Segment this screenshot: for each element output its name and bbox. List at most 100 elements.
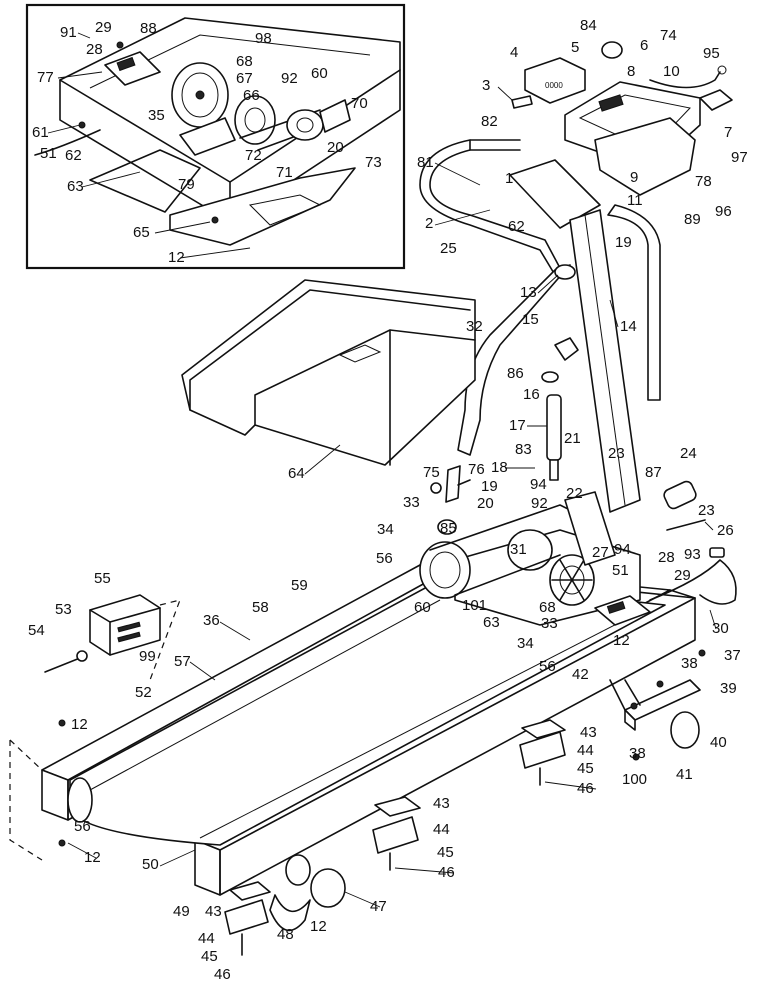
label-11: 11 [627,192,643,209]
label-99: 99 [139,648,156,665]
label-54: 54 [28,622,45,639]
label-87: 87 [645,464,662,481]
label-46: 46 [577,780,594,797]
label-86: 86 [507,365,524,382]
label-29: 29 [95,19,112,36]
leader-lines [47,32,717,908]
label-74: 74 [660,27,677,44]
label-52: 52 [135,684,152,701]
label-93: 93 [684,546,701,563]
label-42: 42 [572,666,589,683]
label-12c: 12 [71,716,88,733]
label-57: 57 [174,653,191,670]
label-91: 91 [60,24,77,41]
label-43c: 43 [205,903,222,920]
label-43b: 43 [433,795,450,812]
label-22: 22 [566,485,583,502]
label-44c: 44 [198,930,215,947]
label-12e: 12 [310,918,327,935]
label-38: 38 [681,655,698,672]
label-44: 44 [577,742,594,759]
label-78: 78 [695,173,712,190]
label-13: 13 [520,284,537,301]
label-45: 45 [577,760,594,777]
label-39: 39 [720,680,737,697]
label-56: 56 [376,550,393,567]
label-88: 88 [140,20,157,37]
label-19: 19 [615,234,632,251]
label-61: 61 [32,124,49,141]
label-70: 70 [351,95,368,112]
label-18: 18 [491,459,508,476]
label-20: 20 [327,139,344,156]
label-41: 41 [676,766,693,783]
label-71: 71 [276,164,293,181]
label-24: 24 [680,445,697,462]
label-46c: 46 [214,966,231,983]
handrail-upright-assembly [419,139,706,535]
label-19b: 19 [481,478,498,495]
label-6: 6 [640,37,648,54]
label-82: 82 [481,113,498,130]
label-33: 33 [403,494,420,511]
label-44b: 44 [433,821,450,838]
label-94b: 94 [614,541,631,558]
label-37: 37 [724,647,741,664]
leveler-feet [58,649,706,956]
label-59: 59 [291,577,308,594]
label-85: 85 [440,520,457,537]
label-2: 2 [425,215,433,232]
label-96: 96 [715,203,732,220]
label-32: 32 [466,318,483,335]
label-84: 84 [580,17,597,34]
label-68b: 68 [539,599,556,616]
label-31: 31 [510,541,527,558]
label-83: 83 [515,441,532,458]
label-48: 48 [277,926,294,943]
label-34: 34 [377,521,394,538]
label-60b: 60 [414,599,431,616]
label-101: 101 [462,597,487,614]
label-64: 64 [288,465,305,482]
label-100: 100 [622,771,647,788]
label-9: 9 [630,169,638,186]
label-50: 50 [142,856,159,873]
console-assembly: 0000 [511,41,733,196]
label-21: 21 [564,430,581,447]
label-4: 4 [510,44,518,61]
label-12b: 12 [613,632,630,649]
label-95: 95 [703,45,720,62]
label-28b: 28 [658,549,675,566]
label-28: 28 [86,41,103,58]
label-35: 35 [148,107,165,124]
label-68: 68 [236,53,253,70]
label-51b: 51 [612,562,629,579]
label-16: 16 [523,386,540,403]
label-75: 75 [423,464,440,481]
part-number-labels: 91 29 88 98 28 68 77 67 92 60 35 66 70 6… [28,17,748,983]
label-33b: 33 [541,615,558,632]
label-23: 23 [608,445,625,462]
label-29b: 29 [674,567,691,584]
label-56b: 56 [539,658,556,675]
inset-detail-view [25,3,406,270]
label-26: 26 [717,522,734,539]
svg-text:0000: 0000 [545,81,563,90]
label-8: 8 [627,63,635,80]
label-62b: 62 [508,218,525,235]
label-65: 65 [133,224,150,241]
label-12: 12 [168,249,185,266]
label-45b: 45 [437,844,454,861]
label-60: 60 [311,65,328,82]
label-51: 51 [40,145,57,162]
label-3: 3 [482,77,490,94]
label-63: 63 [67,178,84,195]
label-89: 89 [684,211,701,228]
motor-hood [181,279,476,466]
label-45c: 45 [201,948,218,965]
electronics-box [9,594,181,861]
label-17: 17 [509,417,526,434]
label-49: 49 [173,903,190,920]
label-79: 79 [178,176,195,193]
label-34b: 34 [517,635,534,652]
